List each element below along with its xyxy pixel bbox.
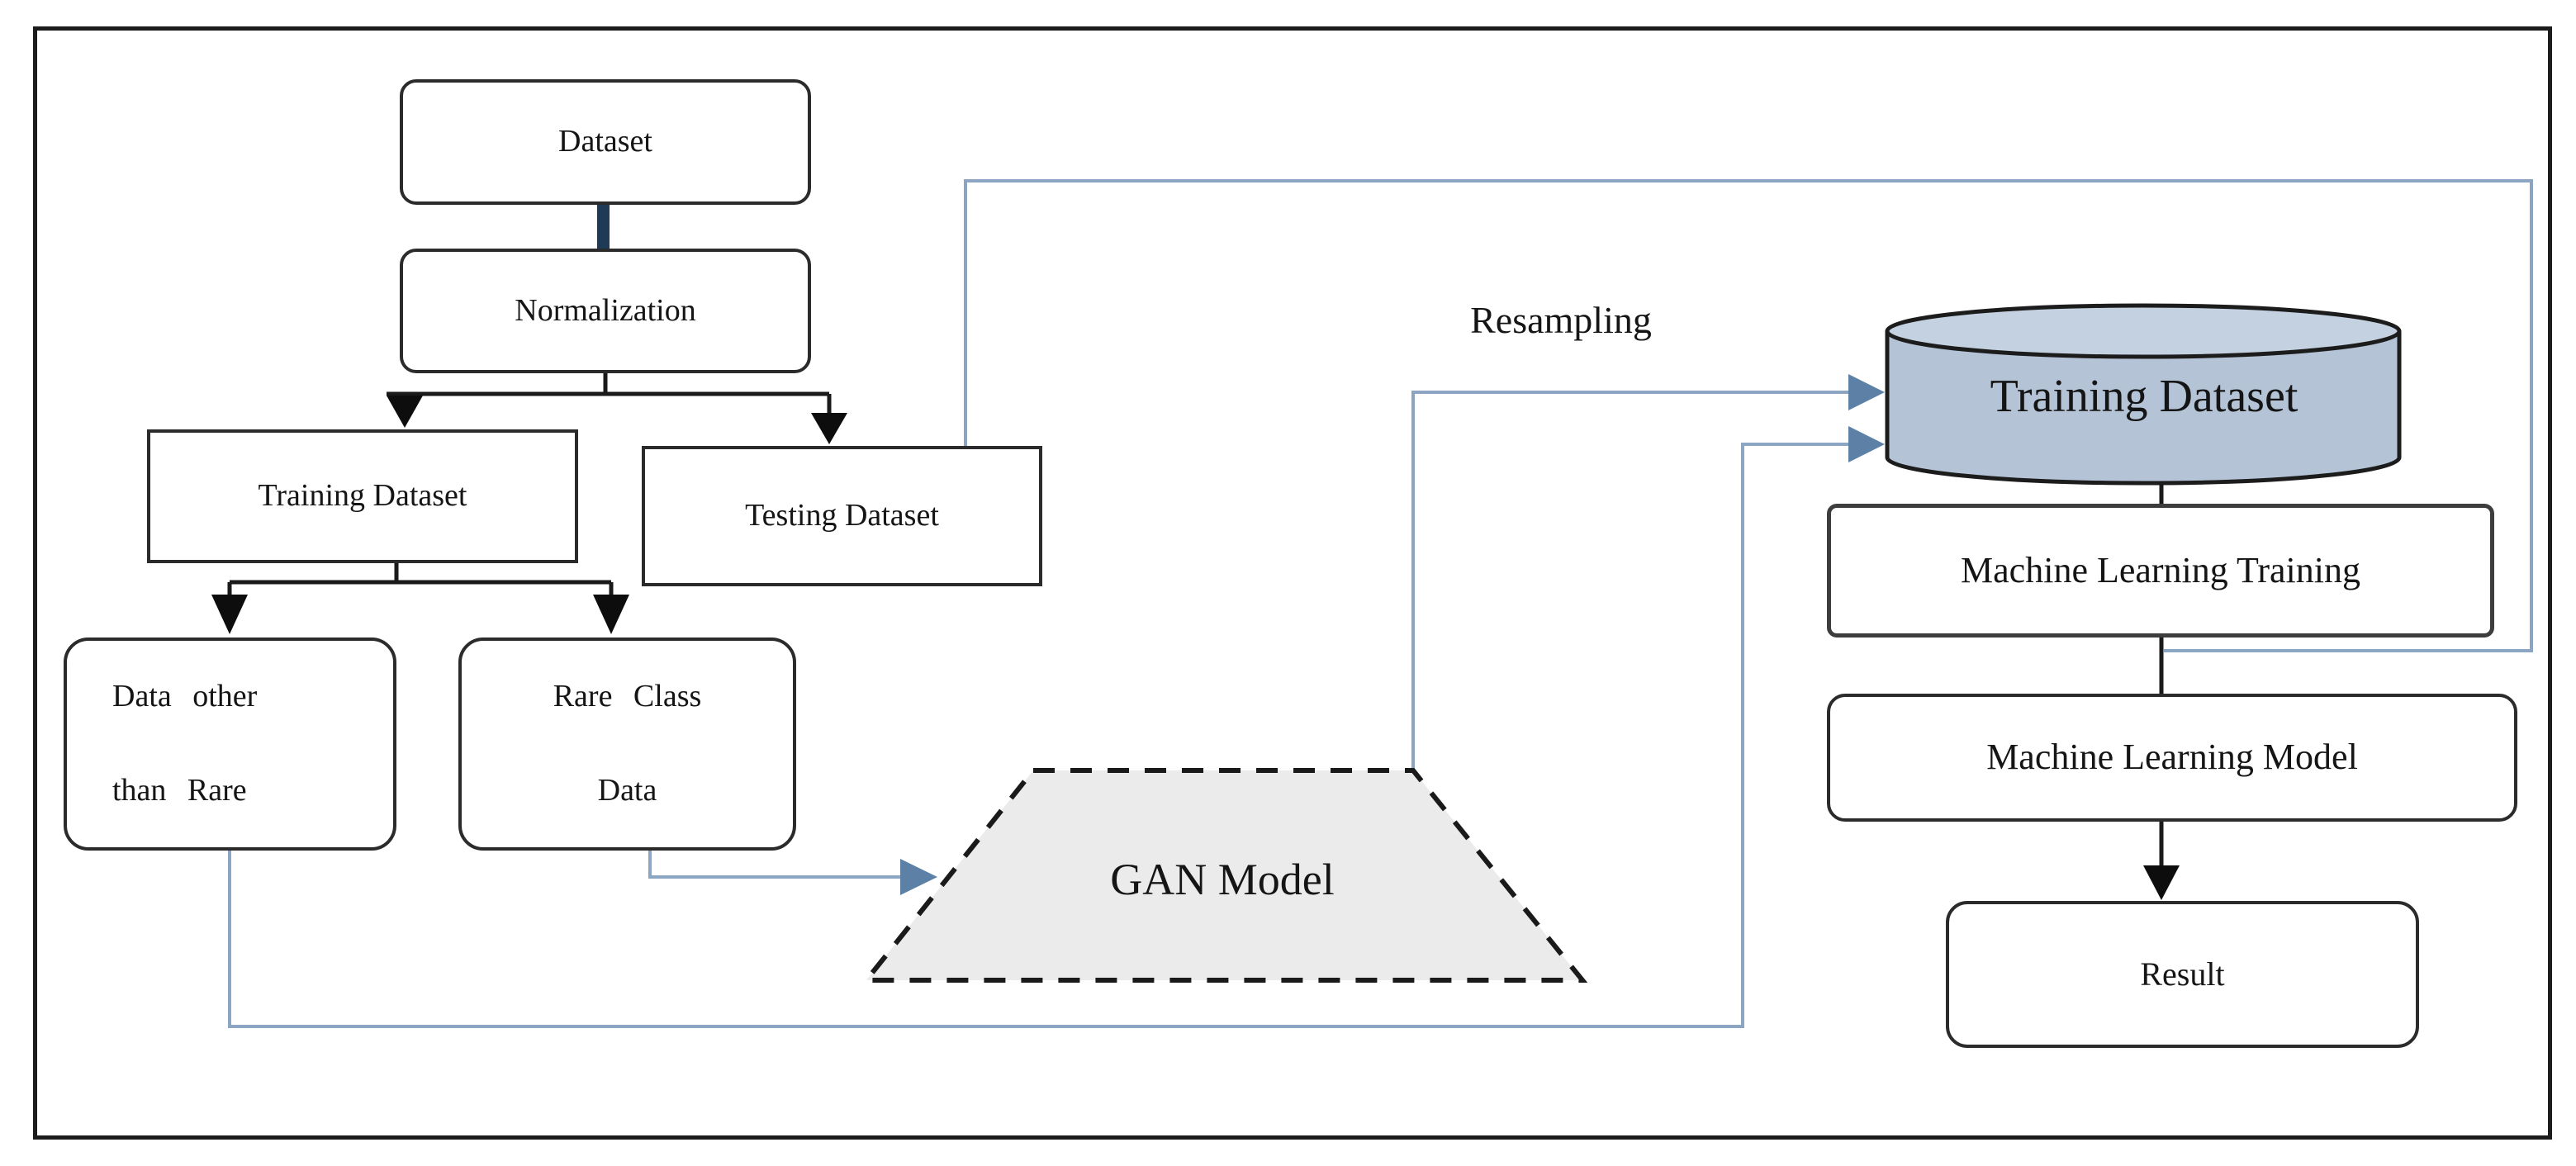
arrowhead-to-data-other [211, 595, 248, 634]
training-dataset-store-label: Training Dataset [1990, 371, 2298, 422]
node-result-label: Result [2140, 955, 2225, 993]
node-dataset-label: Dataset [558, 124, 652, 159]
connector-normalization-split [387, 373, 832, 415]
node-rare-class-data: Rare Class Data [458, 638, 796, 851]
node-testing-dataset-label: Testing Dataset [745, 498, 939, 533]
node-training-dataset: Training Dataset [147, 429, 578, 563]
node-result: Result [1946, 901, 2419, 1048]
training-dataset-cylinder [1885, 303, 2402, 486]
node-data-other-line1: Data other [112, 679, 258, 714]
node-machine-learning-model: Machine Learning Model [1827, 694, 2517, 822]
node-rare-class-line1: Rare Class [553, 679, 702, 714]
gan-model-trapezoid [861, 768, 1588, 983]
connector-data-other-to-store [228, 443, 1850, 1028]
diagram-border [33, 26, 2552, 1140]
node-data-other-line2: than Rare [112, 773, 247, 808]
node-machine-learning-training: Machine Learning Training [1827, 504, 2494, 638]
node-dataset: Dataset [400, 79, 811, 205]
node-normalization: Normalization [400, 249, 811, 373]
arrowhead-resampling-into-store [1848, 374, 1885, 410]
arrowhead-into-gan [900, 859, 937, 895]
node-ml-training-label: Machine Learning Training [1961, 549, 2360, 590]
connector-testing-to-model [964, 179, 2533, 652]
node-normalization-label: Normalization [515, 292, 696, 328]
node-testing-dataset: Testing Dataset [642, 446, 1042, 586]
node-training-dataset-label: Training Dataset [258, 478, 467, 514]
arrowhead-to-rare-class [593, 595, 629, 634]
node-data-other-than-rare: Data other than Rare [64, 638, 396, 851]
arrowhead-data-other-into-store [1848, 426, 1885, 462]
connector-rare-to-gan [648, 851, 902, 879]
arrowhead-to-result [2143, 865, 2180, 900]
connector-training-split [227, 563, 614, 596]
arrowhead-to-training-dataset [387, 396, 423, 428]
node-rare-class-line2: Data [597, 773, 657, 808]
arrowhead-to-testing-dataset [811, 413, 847, 444]
resampling-edge-label: Resampling [1470, 298, 1652, 341]
connector-dataset-normalization [597, 203, 610, 250]
node-ml-model-label: Machine Learning Model [1986, 737, 2358, 778]
connector-gan-to-store [1411, 391, 1850, 770]
gan-model-label: GAN Model [1110, 855, 1335, 904]
